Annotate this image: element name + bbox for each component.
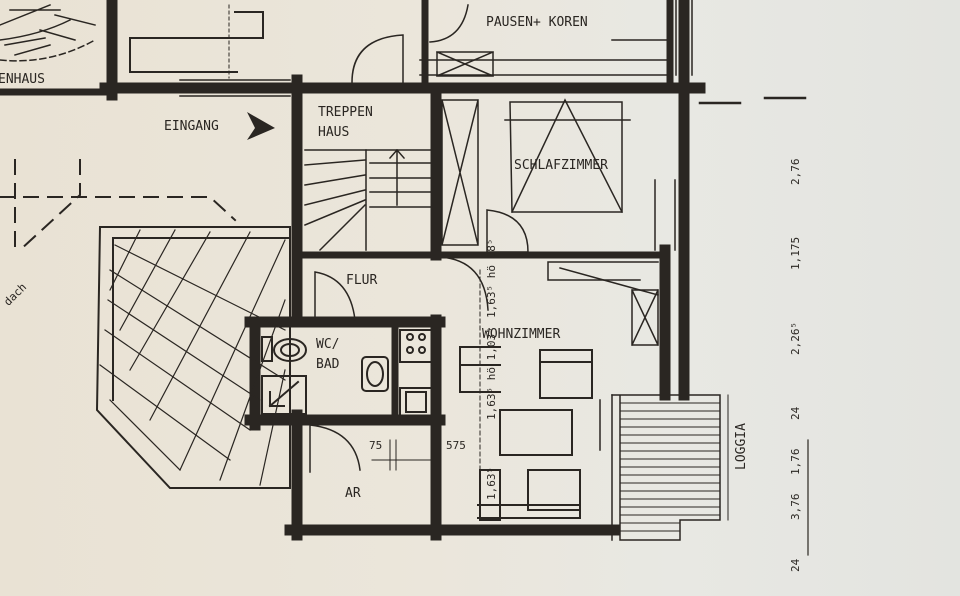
spiral-stair-icon [0, 4, 97, 62]
dimension-575: 575 [446, 439, 466, 452]
room-label-treppenhaus-top: ENHAUS [0, 72, 45, 87]
room-label-wc-bad-line1: WC/ [316, 337, 340, 352]
entrance-arrow-icon [247, 112, 275, 140]
room-label-treppenhaus-line1: TREPPEN [318, 105, 373, 120]
dimension-right-2: 1,175 [789, 236, 802, 270]
dimension-right-4: 24 [789, 406, 802, 420]
room-label-pausen-koren: PAUSEN+ KOREN [486, 15, 588, 30]
room-label-wohnzimmer: WOHNZIMMER [482, 327, 561, 342]
dimension-right-6: 3,76 [789, 493, 802, 521]
dimension-right-7: 24 [789, 558, 802, 572]
dimension-vertical-2: 1,63⁵ hö 1,03⁵ [485, 327, 498, 420]
dimension-right-1: 2,76 [789, 158, 802, 186]
room-label-schlafzimmer: SCHLAFZIMMER [514, 158, 608, 173]
dimension-right-3: 2,26⁵ [789, 321, 802, 355]
room-label-flur: FLUR [346, 273, 378, 288]
room-label-loggia: LOGGIA [734, 423, 749, 470]
room-label-wc-bad-line2: BAD [316, 357, 340, 372]
dimension-75: 75 [369, 439, 383, 452]
dimension-vertical-3: 1,63⁵ [485, 466, 498, 500]
room-label-treppenhaus-line2: HAUS [318, 125, 350, 140]
dimension-vertical-1: 1,63⁵ hö 88⁵ [485, 238, 498, 318]
entrance-label: EINGANG [164, 119, 219, 134]
room-label-abstellraum: AR [345, 486, 361, 501]
dimension-right-5: 1,76 [789, 448, 802, 476]
